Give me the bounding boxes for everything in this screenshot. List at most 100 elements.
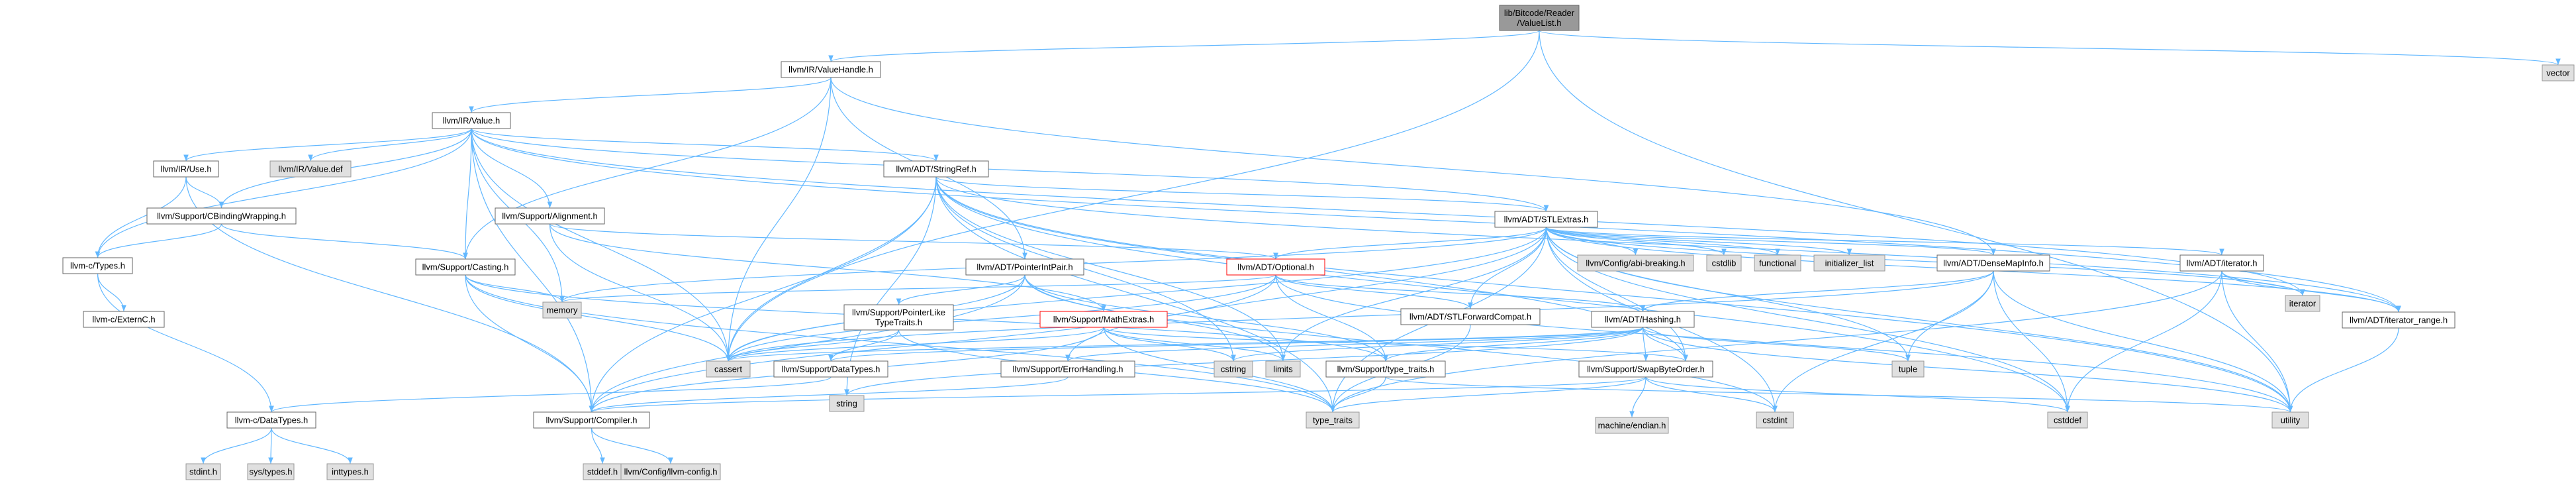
edge-stlextras-to-stlforward bbox=[1468, 227, 1547, 309]
node-cbinding[interactable]: llvm/Support/CBindingWrapping.h bbox=[146, 207, 297, 225]
node-label: stdint.h bbox=[189, 467, 217, 477]
node-box bbox=[533, 411, 650, 429]
edge-swapbyte-to-cstddef bbox=[1645, 376, 2070, 413]
node-cstdlib: cstdlib bbox=[1706, 254, 1742, 272]
edge-densemapinfo-to-utility bbox=[1993, 270, 2293, 413]
edge-casting-to-typetraits bbox=[465, 274, 1335, 413]
node-box bbox=[829, 395, 865, 412]
edge-value-to-use bbox=[183, 128, 472, 162]
node-box bbox=[1756, 411, 1794, 429]
node-iteratorh[interactable]: llvm/ADT/iterator.h bbox=[2179, 254, 2264, 272]
node-supdatatypes[interactable]: llvm/Support/DataTypes.h bbox=[773, 360, 888, 378]
node-cdatatypes[interactable]: llvm-c/DataTypes.h bbox=[226, 411, 316, 429]
node-ctypes[interactable]: llvm-c/Types.h bbox=[62, 257, 133, 274]
node-optional[interactable]: llvm/ADT/Optional.h bbox=[1226, 258, 1325, 276]
node-pointerintpair[interactable]: llvm/ADT/PointerIntPair.h bbox=[965, 258, 1084, 276]
node-iterrange[interactable]: llvm/ADT/iterator_range.h bbox=[2342, 311, 2456, 329]
node-box bbox=[1214, 360, 1253, 378]
node-densemapinfo[interactable]: llvm/ADT/DenseMapInfo.h bbox=[1936, 254, 2050, 272]
node-box bbox=[1595, 417, 1669, 434]
node-label: llvm/Support/ErrorHandling.h bbox=[1013, 364, 1123, 374]
node-stddef: stddef.h bbox=[583, 463, 622, 480]
node-cassert: cassert bbox=[706, 360, 751, 378]
node-stdint: stdint.h bbox=[185, 463, 221, 480]
edge-ctypes-to-cdatatypes bbox=[97, 273, 274, 413]
node-valuelist[interactable]: lib/Bitcode/Reader/ValueList.h bbox=[1499, 5, 1580, 31]
node-mathextras[interactable]: llvm/Support/MathExtras.h bbox=[1039, 311, 1168, 328]
node-box bbox=[146, 207, 297, 225]
node-label: llvm/Support/DataTypes.h bbox=[782, 364, 881, 374]
node-label: vector bbox=[2546, 68, 2570, 78]
edge-value-to-valuedef bbox=[308, 128, 472, 162]
edge-pointerintpair-to-ptrliketraits bbox=[896, 274, 1026, 305]
edge-hashing-to-supdatatypes bbox=[828, 327, 1644, 362]
node-externc[interactable]: llvm-c/ExternC.h bbox=[83, 311, 165, 328]
edge-valuelist-to-valuehandle bbox=[828, 30, 1540, 62]
node-box bbox=[153, 160, 219, 178]
node-swapbyte[interactable]: llvm/Support/SwapByteOrder.h bbox=[1578, 360, 1713, 378]
node-box bbox=[432, 112, 511, 129]
edge-hashing-to-utility bbox=[1642, 327, 2293, 413]
node-label: llvm/Support/SwapByteOrder.h bbox=[1587, 364, 1705, 374]
edge-supdatatypes-to-cdatatypes bbox=[269, 376, 832, 413]
node-box bbox=[326, 463, 374, 480]
edge-hashing-to-errorhandling bbox=[1065, 327, 1644, 362]
node-label: iterator bbox=[2289, 299, 2316, 309]
node-box bbox=[1226, 258, 1325, 276]
node-compiler[interactable]: llvm/Support/Compiler.h bbox=[533, 411, 650, 429]
node-label: stddef.h bbox=[587, 467, 618, 477]
node-box bbox=[1891, 360, 1925, 378]
node-value[interactable]: llvm/IR/Value.h bbox=[432, 112, 511, 129]
node-valuehandle[interactable]: llvm/IR/ValueHandle.h bbox=[781, 61, 881, 78]
edge-densemapinfo-to-hashing bbox=[1640, 270, 1994, 312]
node-label: llvm/ADT/PointerIntPair.h bbox=[977, 262, 1073, 272]
node-stlextras[interactable]: llvm/ADT/STLExtras.h bbox=[1494, 211, 1598, 228]
node-valuedef: llvm/IR/Value.def bbox=[269, 160, 352, 178]
edge-swapbyte-to-typetraits bbox=[1330, 376, 1646, 413]
node-label: llvm/Config/llvm-config.h bbox=[624, 467, 718, 477]
node-alignment[interactable]: llvm/Support/Alignment.h bbox=[495, 207, 605, 225]
edge-cbinding-to-ctypes bbox=[95, 223, 222, 258]
node-box bbox=[781, 61, 881, 78]
edge-stlextras-to-iteratorh bbox=[1545, 227, 2224, 256]
edge-valuelist-to-vector bbox=[1539, 30, 2561, 66]
node-label: initializer_list bbox=[1825, 258, 1874, 268]
edge-stringref-to-cassert bbox=[726, 176, 937, 362]
edge-alignment-to-mathextras bbox=[549, 223, 1106, 312]
edge-swapbyte-to-cstdint bbox=[1645, 376, 1778, 413]
edge-cdatatypes-to-inttypes bbox=[271, 427, 353, 464]
node-errorhandling[interactable]: llvm/Support/ErrorHandling.h bbox=[1000, 360, 1135, 378]
edge-valuehandle-to-cassert bbox=[726, 77, 832, 362]
node-label: llvm/Support/type_traits.h bbox=[1337, 364, 1435, 374]
node-typetraitsh[interactable]: llvm/Support/type_traits.h bbox=[1325, 360, 1446, 378]
node-string: string bbox=[829, 395, 865, 412]
node-label: llvm/Support/Alignment.h bbox=[502, 211, 598, 221]
edge-errorhandling-to-compiler bbox=[589, 376, 1069, 413]
node-hashing[interactable]: llvm/ADT/Hashing.h bbox=[1591, 311, 1695, 328]
edge-stlextras-to-limits bbox=[1280, 227, 1547, 362]
node-box bbox=[1265, 360, 1301, 378]
edge-optional-to-cassert bbox=[726, 274, 1276, 362]
node-utility: utility bbox=[2271, 411, 2309, 429]
node-iterator: iterator bbox=[2285, 295, 2320, 312]
node-label: llvm/ADT/DenseMapInfo.h bbox=[1943, 258, 2044, 268]
node-box bbox=[2271, 411, 2309, 429]
node-box bbox=[1499, 5, 1580, 31]
edge-stringref-to-stlextras bbox=[935, 176, 1549, 212]
node-casting[interactable]: llvm/Support/Casting.h bbox=[415, 258, 516, 276]
node-box bbox=[1813, 254, 1885, 272]
edge-iteratorh-to-iterator bbox=[2221, 270, 2305, 296]
node-label: sys/types.h bbox=[249, 467, 292, 477]
edge-iteratorh-to-iterrange bbox=[2221, 270, 2401, 313]
node-stringref[interactable]: llvm/ADT/StringRef.h bbox=[883, 160, 989, 178]
node-box bbox=[1578, 360, 1713, 378]
node-use[interactable]: llvm/IR/Use.h bbox=[153, 160, 219, 178]
node-stlforward[interactable]: llvm/ADT/STLForwardCompat.h bbox=[1400, 308, 1541, 325]
node-label: llvm/IR/ValueHandle.h bbox=[788, 65, 873, 75]
node-label: TypeTraits.h bbox=[875, 317, 922, 327]
node-box bbox=[706, 360, 751, 378]
edge-value-to-stringref bbox=[471, 128, 939, 162]
edge-optional-to-hashing bbox=[1275, 274, 1646, 312]
node-label: cassert bbox=[714, 364, 742, 374]
